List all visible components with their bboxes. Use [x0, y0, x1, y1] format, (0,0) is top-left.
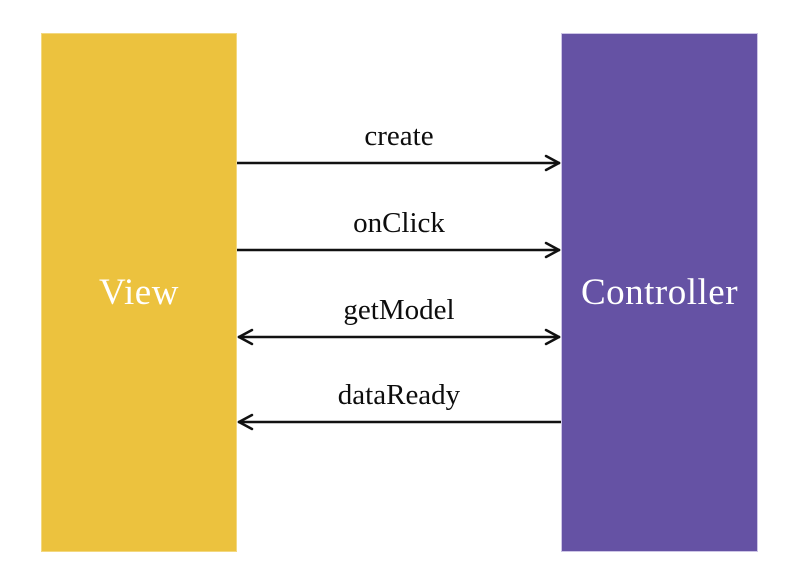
- arrow-right-icon: [237, 241, 561, 259]
- message-label: dataReady: [337, 379, 461, 411]
- controller-box: Controller: [561, 33, 758, 552]
- arrow-right-icon: [237, 154, 561, 172]
- view-box: View: [41, 33, 237, 552]
- arrow-both-icon: [237, 328, 561, 346]
- message-label: getModel: [343, 294, 455, 326]
- message-label: create: [364, 120, 434, 152]
- controller-box-label: Controller: [580, 272, 739, 313]
- message-row: getModel: [237, 293, 561, 346]
- view-box-label: View: [99, 272, 179, 313]
- message-label: onClick: [353, 207, 445, 239]
- message-row: dataReady: [237, 378, 561, 431]
- message-row: onClick: [237, 206, 561, 259]
- message-arrows: create onClick getModel dataReady: [237, 0, 561, 587]
- arrow-left-icon: [237, 413, 561, 431]
- message-row: create: [237, 119, 561, 172]
